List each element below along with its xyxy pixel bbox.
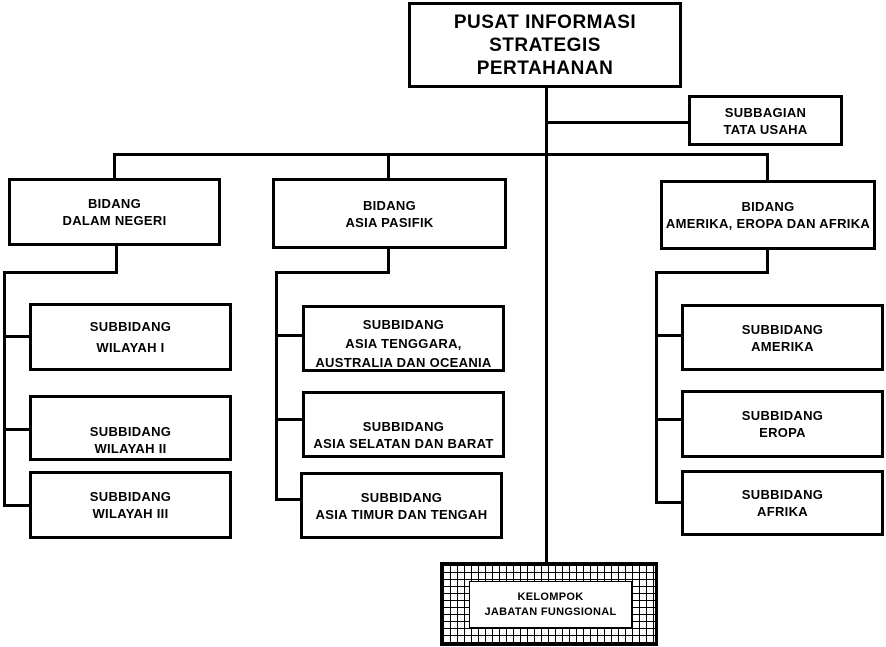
head-line-1: PUSAT INFORMASI: [453, 11, 637, 33]
division-americas-box: BIDANG AMERIKA, EROPA DAN AFRIKA: [660, 180, 876, 250]
connector-line: [3, 428, 31, 431]
connector-line: [115, 244, 118, 273]
division-domestic-line-2: DALAM NEGERI: [62, 213, 167, 228]
subdivision-name-2: AUSTRALIA DAN OCEANIA: [315, 355, 492, 370]
subdivision-label: SUBBIDANG: [741, 321, 824, 337]
connector-line: [275, 418, 305, 421]
connector-line: [766, 248, 769, 273]
connector-line: [275, 271, 390, 274]
subdivision-box: SUBBIDANG ASIA TENGGARA, AUSTRALIA DAN O…: [302, 305, 505, 372]
connector-line: [655, 271, 769, 274]
subdivision-box: SUBBIDANG ASIA TIMUR DAN TENGAH: [300, 472, 503, 539]
subdivision-label: SUBBIDANG: [362, 419, 445, 434]
connector-line: [655, 418, 683, 421]
connector-line: [113, 153, 116, 180]
connector-line: [275, 334, 305, 337]
subdivision-name: AFRIKA: [757, 504, 808, 519]
subdivision-name: AMERIKA: [751, 338, 814, 354]
connector-line: [655, 501, 683, 504]
subdivision-box: SUBBIDANG AFRIKA: [681, 470, 884, 536]
functional-group-frame: KELOMPOK JABATAN FUNGSIONAL: [440, 562, 658, 646]
connector-line: [275, 498, 303, 501]
connector-line: [113, 153, 769, 156]
connector-line: [387, 153, 390, 180]
connector-line: [655, 271, 658, 504]
subdivision-label: SUBBIDANG: [89, 489, 172, 504]
subdivision-name: WILAYAH I: [96, 340, 165, 355]
subdivision-box: SUBBIDANG AMERIKA: [681, 304, 884, 371]
subdivision-label: SUBBIDANG: [360, 489, 443, 505]
head-line-2: STRATEGIS: [489, 34, 601, 56]
functional-group-line-2: JABATAN FUNGSIONAL: [484, 605, 617, 618]
subdivision-name: ASIA TENGGARA,: [345, 336, 462, 351]
subdivision-name: WILAYAH II: [94, 441, 167, 456]
subdivision-name: ASIA TIMUR DAN TENGAH: [315, 506, 488, 522]
staff-line-1: SUBBAGIAN: [724, 104, 807, 120]
subdivision-box: SUBBIDANG ASIA SELATAN DAN BARAT: [302, 391, 505, 458]
connector-line: [3, 335, 31, 338]
subdivision-box: SUBBIDANG WILAYAH II: [29, 395, 232, 461]
connector-line: [545, 121, 690, 124]
subdivision-label: SUBBIDANG: [741, 408, 824, 423]
connector-line: [545, 86, 548, 564]
staff-line-2: TATA USAHA: [723, 121, 808, 137]
head-box: PUSAT INFORMASI STRATEGIS PERTAHANAN: [408, 2, 682, 88]
division-domestic-box: BIDANG DALAM NEGERI: [8, 178, 221, 246]
functional-group-box: KELOMPOK JABATAN FUNGSIONAL: [469, 581, 632, 628]
subdivision-name: WILAYAH III: [92, 506, 169, 521]
connector-line: [275, 271, 278, 500]
connector-line: [3, 271, 6, 507]
subdivision-name: ASIA SELATAN DAN BARAT: [313, 436, 494, 451]
division-asia-pacific-line-2: ASIA PASIFIK: [345, 214, 434, 230]
division-americas-line-2: AMERIKA, EROPA DAN AFRIKA: [665, 216, 871, 231]
connector-line: [3, 271, 118, 274]
head-line-3: PERTAHANAN: [476, 57, 614, 79]
connector-line: [3, 504, 31, 507]
connector-line: [766, 153, 769, 182]
connector-line: [387, 247, 390, 273]
division-asia-pacific-line-1: BIDANG: [362, 197, 417, 213]
staff-box: SUBBAGIAN TATA USAHA: [688, 95, 843, 146]
division-americas-line-1: BIDANG: [741, 199, 795, 214]
connector-line: [655, 334, 683, 337]
subdivision-box: SUBBIDANG WILAYAH I: [29, 303, 232, 371]
subdivision-label: SUBBIDANG: [741, 487, 824, 502]
subdivision-box: SUBBIDANG EROPA: [681, 390, 884, 458]
subdivision-label: SUBBIDANG: [89, 319, 172, 334]
functional-group-line-1: KELOMPOK: [517, 590, 584, 603]
division-asia-pacific-box: BIDANG ASIA PASIFIK: [272, 178, 507, 249]
subdivision-label: SUBBIDANG: [362, 317, 445, 332]
subdivision-label: SUBBIDANG: [89, 424, 172, 439]
subdivision-box: SUBBIDANG WILAYAH III: [29, 471, 232, 539]
division-domestic-line-1: BIDANG: [87, 196, 142, 211]
subdivision-name: EROPA: [759, 425, 806, 440]
